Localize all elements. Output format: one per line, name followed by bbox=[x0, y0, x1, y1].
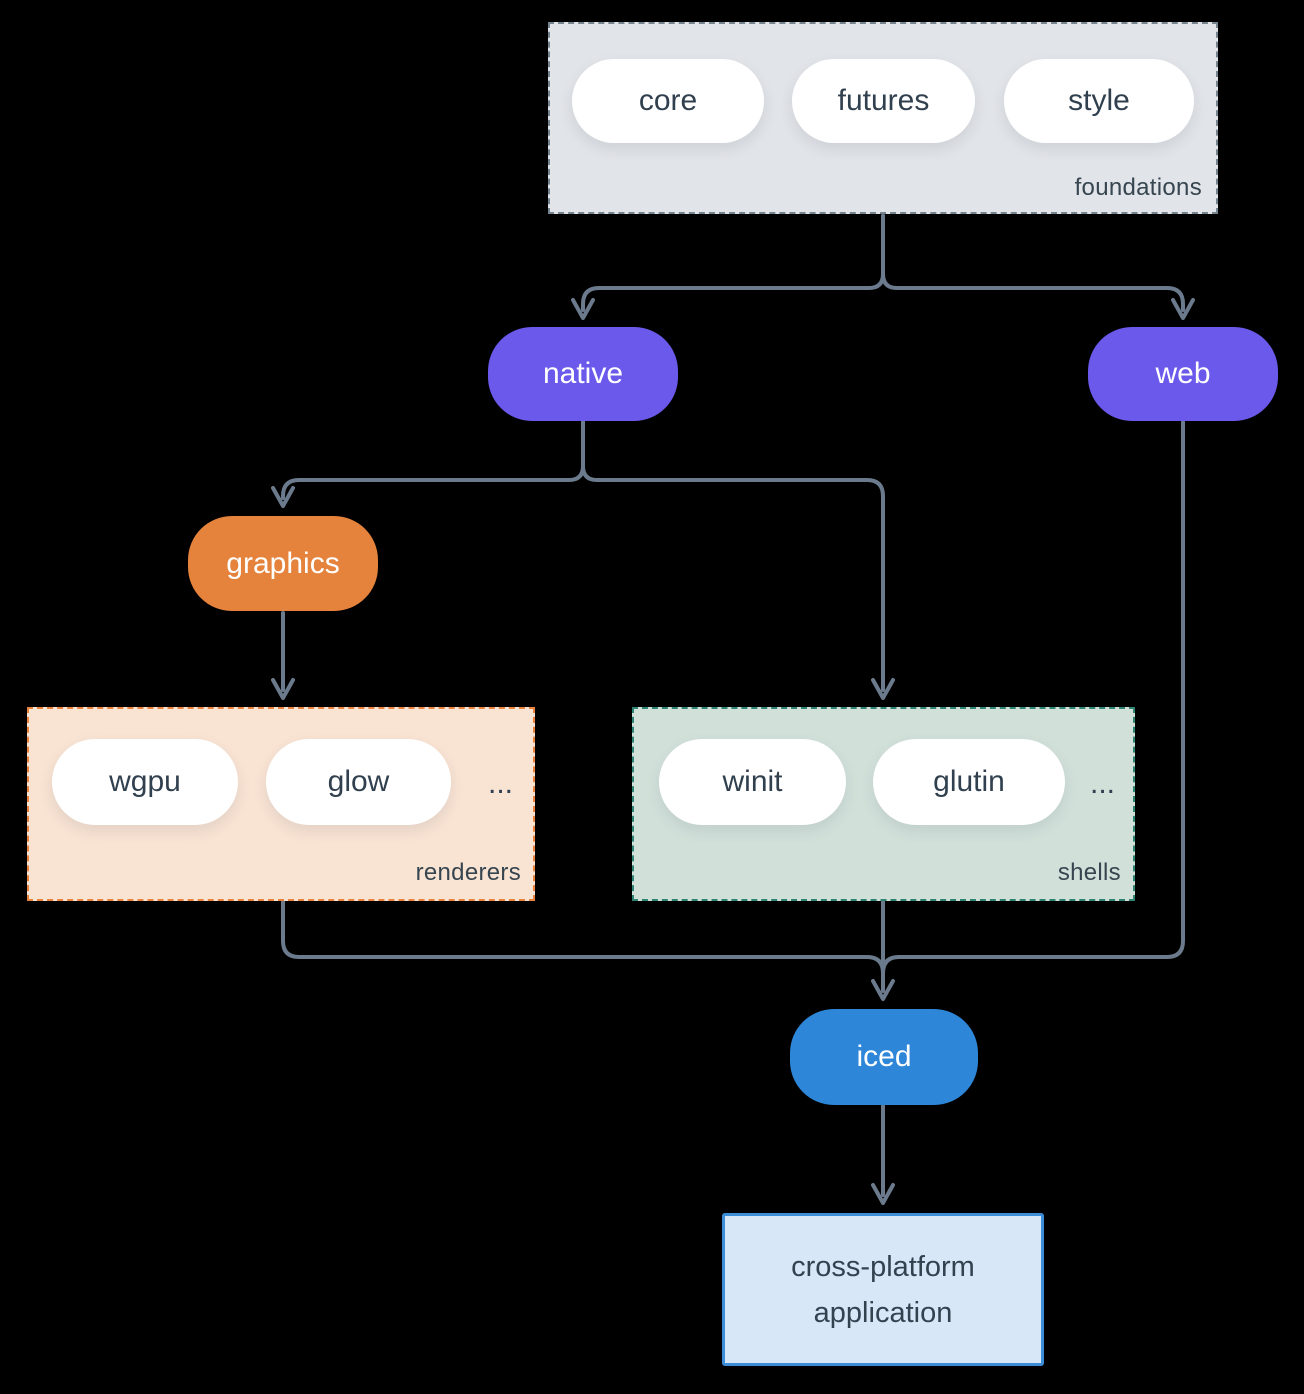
group-renderers-label: renderers bbox=[415, 859, 521, 886]
group-foundations: core futures style foundations bbox=[548, 22, 1218, 214]
pill-glutin-label: glutin bbox=[933, 765, 1005, 798]
node-iced-label: iced bbox=[856, 1040, 912, 1073]
node-native: native bbox=[488, 327, 678, 421]
node-iced: iced bbox=[790, 1009, 978, 1105]
edge-native-graphics bbox=[271, 420, 585, 508]
edge-renderers-merge bbox=[281, 900, 885, 975]
pill-style: style bbox=[1004, 59, 1194, 143]
pill-futures-label: futures bbox=[837, 84, 930, 117]
shells-ellipsis: ... bbox=[1089, 767, 1115, 800]
pill-core: core bbox=[572, 59, 764, 143]
node-web-label: web bbox=[1155, 357, 1211, 390]
node-native-label: native bbox=[542, 357, 624, 390]
pill-glow: glow bbox=[266, 739, 451, 825]
node-web: web bbox=[1088, 327, 1278, 421]
node-graphics: graphics bbox=[188, 516, 378, 611]
pill-winit: winit bbox=[659, 739, 846, 825]
renderers-ellipsis: ... bbox=[487, 767, 513, 800]
pill-winit-label: winit bbox=[722, 765, 783, 798]
group-renderers: wgpu glow ... renderers bbox=[27, 707, 535, 901]
edge-foundations-native bbox=[571, 214, 885, 320]
edge-foundations-web bbox=[881, 214, 1195, 320]
edge-native-shells bbox=[581, 420, 895, 700]
application-label-line2: application bbox=[813, 1296, 953, 1329]
application-label-line1: cross-platform bbox=[791, 1250, 975, 1283]
pill-futures: futures bbox=[792, 59, 975, 143]
node-graphics-label: graphics bbox=[226, 546, 340, 580]
pill-wgpu-label: wgpu bbox=[109, 765, 181, 798]
pill-glutin: glutin bbox=[873, 739, 1065, 825]
application-box: cross-platform application bbox=[722, 1213, 1044, 1366]
group-foundations-label: foundations bbox=[1074, 174, 1202, 201]
pill-glow-label: glow bbox=[327, 765, 390, 798]
pill-wgpu: wgpu bbox=[52, 739, 238, 825]
pill-style-label: style bbox=[1068, 84, 1130, 117]
pill-core-label: core bbox=[638, 84, 698, 117]
group-shells-label: shells bbox=[1057, 859, 1121, 886]
group-shells: winit glutin ... shells bbox=[632, 707, 1135, 901]
